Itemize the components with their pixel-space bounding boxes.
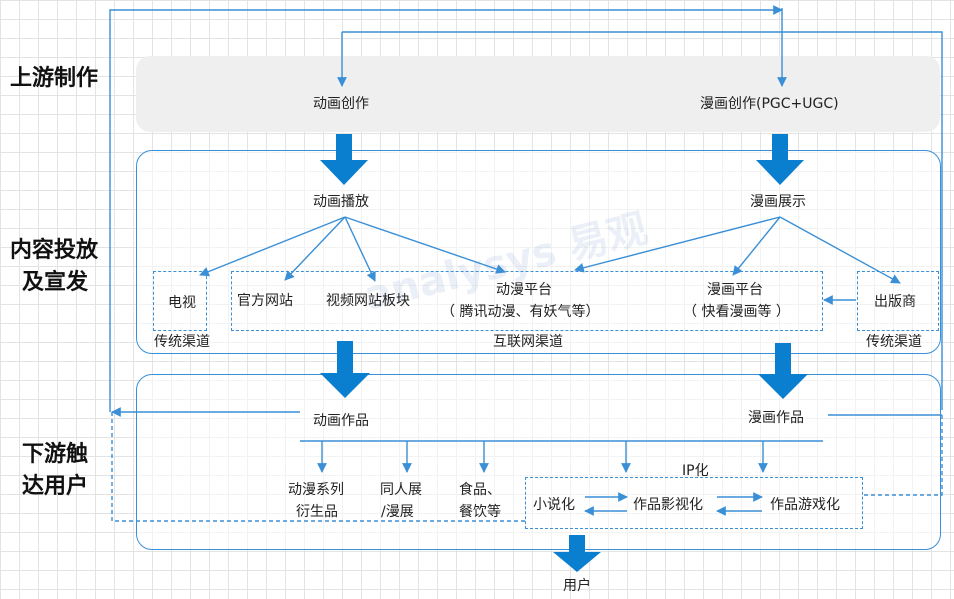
traditional-channel-right-label: 传统渠道 (866, 334, 922, 350)
tv: 电视 (168, 295, 196, 311)
expo-line1: 同人展 (380, 482, 422, 498)
anime-platform: 动漫平台 (496, 282, 552, 298)
users: 用户 (563, 578, 591, 594)
game-adaptation: 作品游戏化 (770, 497, 840, 513)
food-line1: 食品、 (459, 482, 501, 498)
manga-works: 漫画作品 (748, 410, 804, 426)
section-distribution-line1: 内容投放 (10, 238, 99, 263)
ip-label: IP化 (682, 463, 709, 479)
official-site: 官方网站 (237, 293, 293, 309)
section-downstream-line1: 下游触 (22, 442, 89, 467)
traditional-channel-left-box (153, 271, 207, 331)
section-distribution-line2: 及宣发 (22, 270, 89, 295)
traditional-channel-right-box (857, 271, 939, 331)
anime-works: 动画作品 (313, 413, 369, 429)
internet-channel-box (231, 271, 823, 331)
manga-platform-examples: （ 快看漫画等 ） (683, 304, 790, 320)
ip-group-box (525, 477, 863, 529)
traditional-channel-left-label: 传统渠道 (154, 334, 210, 350)
manga-display: 漫画展示 (750, 194, 806, 210)
section-upstream: 上游制作 (10, 66, 99, 91)
manga-creation: 漫画创作(PGC+UGC) (700, 96, 839, 112)
merch-line1: 动漫系列 (288, 482, 344, 498)
distribution-box (136, 150, 941, 354)
manga-platform: 漫画平台 (707, 282, 763, 298)
publisher: 出版商 (874, 294, 916, 310)
section-downstream-line2: 达用户 (22, 474, 89, 499)
anime-platform-examples: （ 腾讯动漫、有妖气等） (441, 304, 600, 320)
upstream-box (136, 56, 940, 132)
internet-channel-label: 互联网渠道 (493, 334, 563, 350)
film-adaptation: 作品影视化 (633, 497, 703, 513)
anime-broadcast: 动画播放 (313, 194, 369, 210)
novelization: 小说化 (533, 497, 575, 513)
anime-creation: 动画创作 (313, 96, 369, 112)
video-site-section: 视频网站板块 (326, 293, 410, 309)
food-line2: 餐饮等 (459, 504, 501, 520)
expo-line2: /漫展 (381, 504, 414, 520)
merch-line2: 衍生品 (296, 504, 338, 520)
